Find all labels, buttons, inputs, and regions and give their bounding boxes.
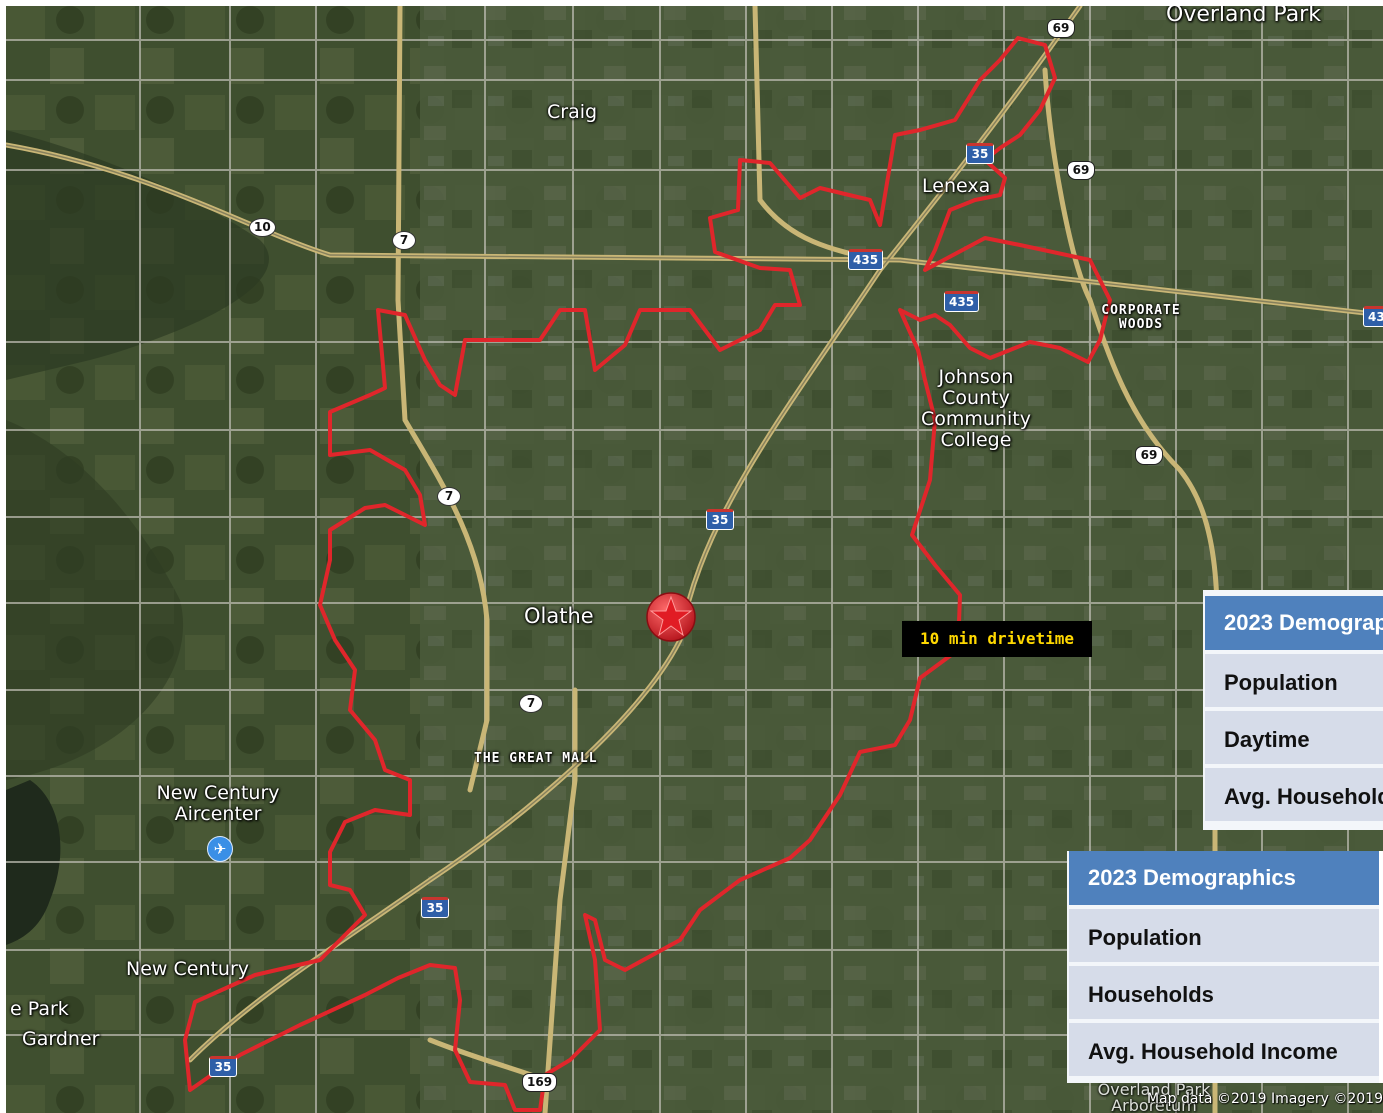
star-marker-icon[interactable]: [645, 591, 697, 643]
label-gardner: Gardner: [22, 1028, 100, 1050]
table-row-label: Avg. Household Income: [1205, 768, 1383, 825]
k10-shield: 10: [249, 218, 276, 237]
label-olathe: Olathe: [524, 604, 594, 628]
table-header: 2023 Demographics: [1205, 596, 1383, 654]
label-corporate-woods: CORPORATE WOODS: [1101, 303, 1181, 332]
table-row-label: Population: [1205, 654, 1383, 711]
label-edgerton-park: e Park: [10, 998, 69, 1020]
label-new-century-aircenter: New Century Aircenter: [148, 783, 288, 825]
k7-shield: 7: [392, 231, 416, 250]
label-jccc-line: County: [942, 387, 1010, 409]
us69-shield: 69: [1047, 19, 1075, 38]
i435-shield: 435: [944, 291, 980, 312]
label-great-mall: THE GREAT MALL: [474, 751, 598, 766]
k7-shield: 7: [519, 694, 543, 713]
i435-shield: 435: [1363, 306, 1383, 327]
road-grid: [6, 6, 1383, 1113]
us69-shield: 69: [1067, 161, 1095, 180]
i35-shield: 35: [706, 509, 734, 530]
drivetime-label: 10 min drivetime: [902, 621, 1092, 657]
satellite-map[interactable]: Overland Park Craig Lenexa CORPORATE WOO…: [6, 6, 1383, 1113]
label-aircenter-line: Aircenter: [174, 803, 262, 825]
forest-area: [6, 130, 269, 380]
us69-shield: 69: [1135, 446, 1163, 465]
label-jccc-line: Community: [921, 408, 1031, 430]
label-lenexa: Lenexa: [922, 175, 991, 197]
map-canvas: [6, 6, 1383, 1113]
us169-shield: 169: [522, 1073, 558, 1092]
i35-shield: 35: [209, 1056, 237, 1077]
table-row-label: Avg. Household Income: [1069, 1023, 1383, 1080]
k7-shield: 7: [437, 487, 461, 506]
airport-icon[interactable]: ✈: [207, 836, 233, 862]
table-header: 2023 Demographics: [1069, 851, 1383, 909]
label-new-century: New Century: [126, 958, 250, 980]
label-jccc-line: College: [940, 429, 1012, 451]
demographics-table-front: 2023 Demographics Population Households …: [1067, 851, 1383, 1083]
map-attribution: Map data ©2019 Imagery ©2019: [1146, 1091, 1383, 1107]
label-jccc: Johnson County Community College: [916, 367, 1036, 451]
label-jccc-line: Johnson: [938, 366, 1014, 388]
label-craig: Craig: [547, 101, 598, 123]
label-overland-park: Overland Park: [1166, 6, 1321, 27]
table-row-label: Daytime: [1205, 711, 1383, 768]
demographics-table-back: 2023 Demographics Population Daytime Avg…: [1203, 590, 1383, 830]
label-arboretum: Overland Park Arboretum: [1097, 1080, 1211, 1113]
i35-shield: 35: [421, 897, 449, 918]
label-aircenter-line: New Century: [156, 782, 280, 804]
i35-shield: 35: [966, 143, 994, 164]
i435-shield: 435: [848, 249, 884, 270]
table-column-divider: [1379, 851, 1383, 1083]
table-row-label: Households: [1069, 966, 1383, 1023]
table-row-label: Population: [1069, 909, 1383, 966]
